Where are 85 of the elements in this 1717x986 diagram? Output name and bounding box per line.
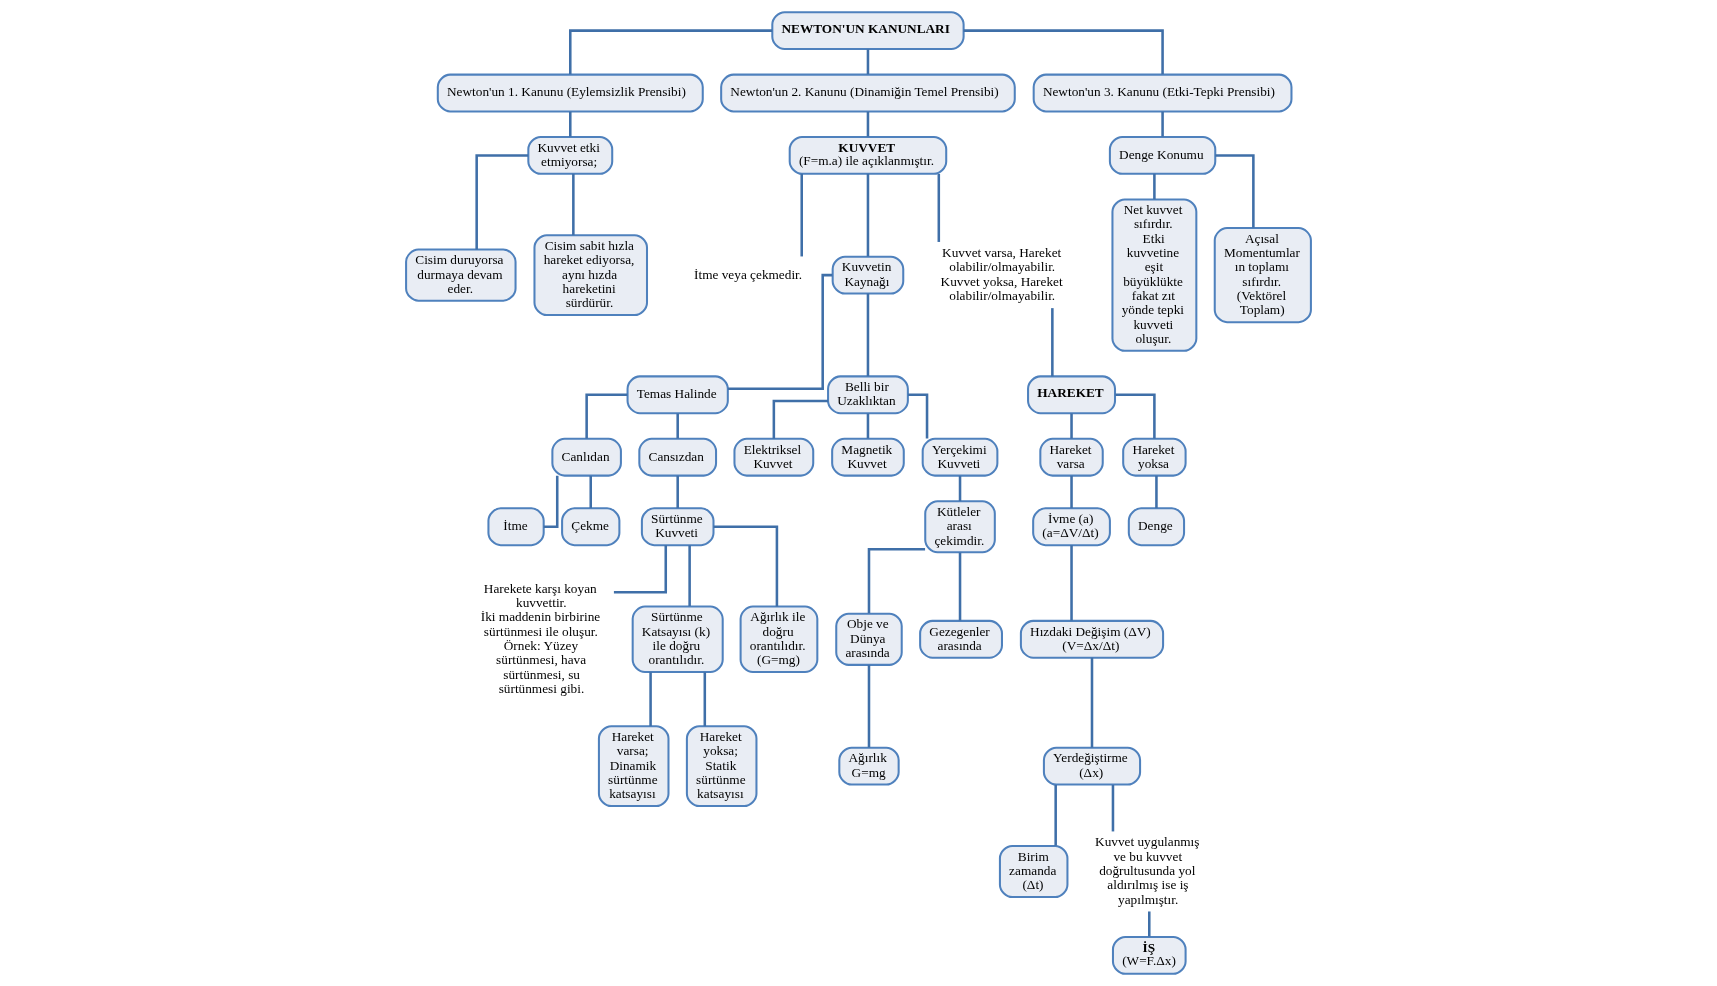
node-text: Harekete karşı koyan kuvvettir. İki maddenin birbirine sürtünmesi ile oluşur. Örnek: Yüzey sürtünmesi, hava sürtünmesi, su sürtünmesi gibi.: [480, 580, 601, 696]
connector: [866, 111, 870, 137]
connector: [589, 475, 592, 509]
node-text: İtme veya çekmedir.: [694, 266, 803, 282]
node-box: Newton'un 2. Kanunu (Dinamiğin Temel Prensibi): [720, 73, 1016, 113]
node-box: Kütleler arası çekimdir.: [924, 500, 996, 554]
connector: [866, 293, 870, 377]
node-box: Yerçekimi Kuvveti: [921, 437, 999, 477]
node-box: Cansızdan: [638, 437, 718, 477]
node-text: Kuvvet varsa, Hareket olabilir/olmayabilir. Kuvvet yoksa, Hareket olabilir/olmayabilir.: [940, 245, 1063, 304]
node-box: Belli bir Uzaklıktan: [827, 375, 909, 415]
node-box: Kuvvetin Kaynağı: [831, 255, 905, 295]
node-box: Magnetik Kuvvet: [831, 437, 905, 477]
node-box: Hareket varsa; Dinamik sürtünme katsayısı: [597, 725, 670, 808]
node-box: Sürtünme Kuvveti: [640, 507, 715, 547]
node-box: NEWTON'UN KANUNLARI: [771, 11, 965, 51]
connector: [1111, 784, 1115, 832]
node-box: Obje ve Dünya arasında: [835, 612, 903, 666]
node-box: Sürtünme Katsayısı (k) ile doğru orantılıdır.: [631, 605, 724, 674]
connector: [543, 475, 559, 529]
node-box: Çekme: [561, 507, 621, 547]
node-box: Newton'un 1. Kanunu (Eylemsizlik Prensibi): [436, 73, 704, 113]
node-box: Newton'un 3. Kanunu (Etki-Tepki Prensibi): [1032, 73, 1293, 113]
connector: [867, 664, 871, 748]
node-box: Canlıdan: [551, 437, 622, 477]
node-box: Hızdaki Değişim (ΔV) (V=Δx/Δt): [1019, 619, 1165, 659]
node-box: Hareket yoksa; Statik sürtünme katsayısı: [685, 725, 758, 808]
node-box: Denge Konumu: [1108, 136, 1217, 175]
connector: [800, 173, 803, 257]
connector: [1153, 173, 1156, 200]
connector: [958, 552, 962, 621]
node-box: Yerdeğiştirme (Δx): [1042, 746, 1142, 786]
node-box: İŞ (W=F.Δx): [1111, 935, 1187, 975]
connector: [1051, 308, 1054, 377]
connector: [569, 111, 572, 137]
node-box: İtme: [487, 507, 545, 547]
node-box: Hareket yoksa: [1122, 437, 1187, 477]
connector: [1070, 475, 1073, 509]
connector: [1155, 475, 1158, 509]
connector: [1054, 784, 1057, 846]
node-box: Gezegenler arasında: [919, 619, 1003, 659]
node-box: KUVVET (F=m.a) ile açıklanmıştır.: [788, 136, 948, 175]
connector: [772, 399, 829, 439]
node-box: Denge: [1127, 507, 1186, 547]
connector: [728, 273, 833, 390]
connector: [1215, 154, 1255, 228]
connector: [703, 672, 707, 727]
node-box: Temas Halinde: [626, 375, 729, 415]
connector: [1070, 413, 1073, 439]
node-box: Elektriksel Kuvvet: [733, 437, 815, 477]
connector: [475, 154, 529, 250]
connector: [908, 393, 929, 439]
node-box: HAREKET: [1027, 375, 1117, 415]
connector: [1070, 545, 1073, 621]
connector: [585, 393, 628, 439]
node-box: İvme (a) (a=ΔV/Δt): [1032, 507, 1111, 547]
connector: [1115, 393, 1156, 439]
connector: [713, 525, 779, 607]
connector: [569, 29, 773, 75]
node-box: Net kuvvet sıfırdır. Etki kuvvetine eşit büyüklükte fakat zıt yönde tepki kuvveti oluşur.: [1111, 198, 1198, 352]
connector: [676, 475, 679, 509]
connector: [688, 545, 691, 607]
node-box: Kuvvet etki etmiyorsa;: [527, 136, 614, 175]
node-box: Açısal Momentumlar ın toplamı sıfırdır. (Vektörel Toplam): [1213, 227, 1312, 324]
node-box: Ağırlık G=mg: [838, 746, 900, 786]
connector: [867, 548, 926, 614]
connector: [963, 29, 1164, 75]
connector: [866, 49, 870, 75]
connector: [958, 475, 962, 501]
node-box: Cisim sabit hızla hareket ediyorsa, aynı hızda hareketini sürdürür.: [533, 234, 649, 317]
node-box: Cisim duruyorsa durmaya devam eder.: [405, 248, 517, 302]
connector: [1161, 111, 1164, 137]
connector: [866, 173, 870, 257]
connector: [572, 173, 575, 236]
node-box: Hareket varsa: [1039, 437, 1104, 477]
connector: [676, 413, 679, 439]
connector: [613, 545, 668, 594]
connector: [649, 672, 652, 727]
connector: [1148, 911, 1151, 937]
node-box: Ağırlık ile doğru orantılıdır. (G=mg): [739, 605, 819, 674]
connector: [866, 413, 870, 439]
connector: [937, 173, 941, 242]
connector: [1090, 657, 1094, 748]
node-box: Birim zamanda (Δt): [998, 844, 1069, 899]
node-text: Kuvvet uygulanmış ve bu kuvvet doğrultusunda yol aldırılmış ise iş yapılmıştır.: [1095, 834, 1200, 907]
